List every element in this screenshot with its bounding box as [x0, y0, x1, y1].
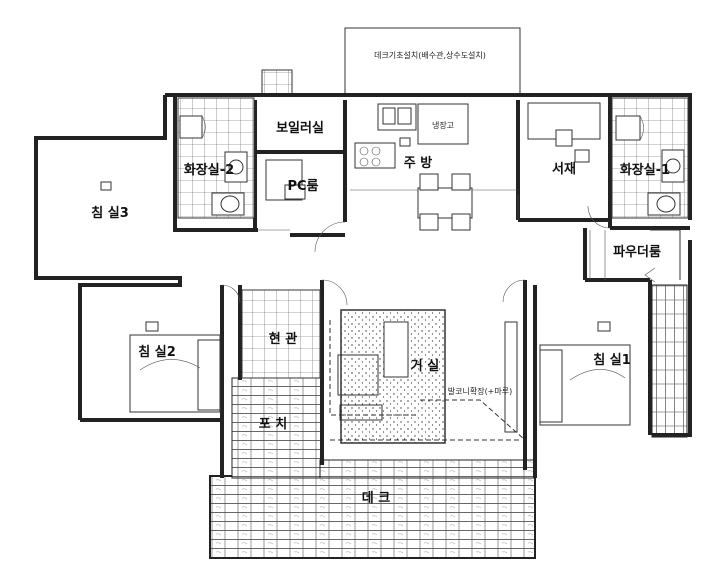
refrigerator-label: 냉장고 [432, 120, 454, 130]
living-room-furniture [329, 309, 518, 444]
door-swings [221, 195, 611, 306]
balcony-extension-label: 발코니확장(+마루) [448, 386, 512, 396]
porch-lower-strip [319, 459, 536, 479]
living-room-label: 거 실 [411, 358, 439, 374]
bedroom3-lamp-icon [100, 181, 112, 191]
study-furniture [527, 102, 601, 163]
bedroom2-furniture [129, 321, 221, 413]
kitchen-label: 주 방 [404, 155, 432, 171]
pc-room-furniture [265, 159, 306, 201]
balcony-strip [651, 284, 688, 438]
bedroom1-label: 침 실1 [593, 352, 631, 368]
bedroom2-label: 침 실2 [138, 344, 176, 360]
kitchen-fixtures [350, 103, 518, 231]
entrance-tiles [241, 289, 321, 379]
bedroom3-label: 침 실3 [91, 205, 129, 221]
porch-label: 포 치 [259, 416, 287, 432]
study-label: 서재 [552, 162, 576, 177]
pc-room-label: PC룸 [287, 178, 318, 194]
bathroom1-fixtures [615, 115, 685, 216]
bathroom2-label: 화장실-2 [184, 162, 234, 178]
entrance-label: 현 관 [269, 331, 297, 347]
porch-floor [231, 377, 323, 479]
bathroom2-fixtures [179, 115, 248, 216]
powder-room-fixtures [589, 229, 681, 283]
deck-foundation-area: 데크기초설치(배수관,상수도설치) [344, 27, 521, 95]
chimney [261, 69, 293, 97]
bedroom1-furniture [539, 321, 631, 426]
boiler-room-label: 보일러실 [276, 120, 324, 136]
deck-floor [209, 475, 536, 559]
balcony-extension-line [330, 399, 526, 441]
deck-label: 데 크 [362, 491, 390, 506]
deck-foundation-label: 데크기초설치(배수관,상수도설치) [374, 50, 486, 60]
exterior-walls [34, 93, 692, 478]
powder-room-label: 파우더룸 [613, 244, 661, 260]
bathroom1-label: 화장실-1 [620, 162, 670, 178]
